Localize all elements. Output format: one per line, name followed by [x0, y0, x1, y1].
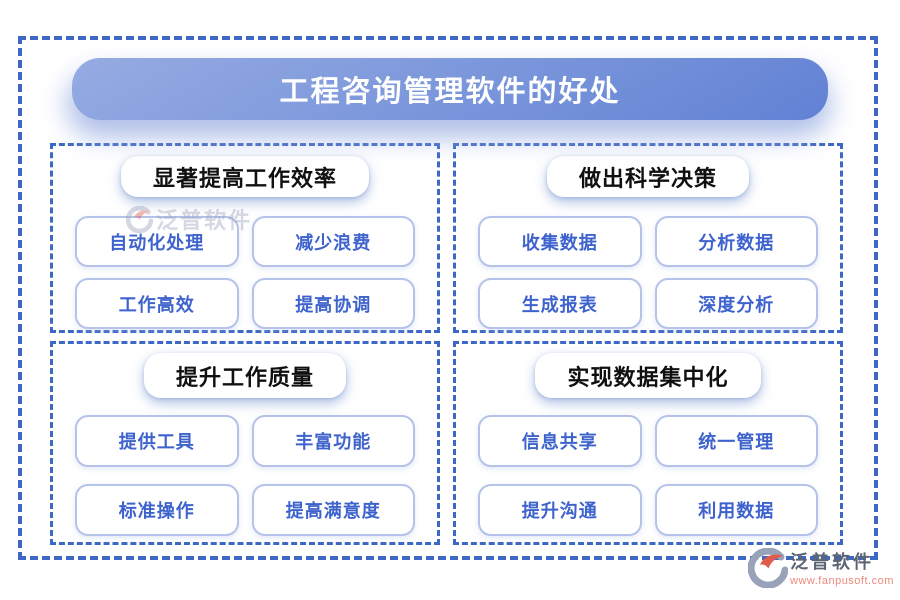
main-title: 工程咨询管理软件的好处 — [279, 76, 621, 108]
outer-dashed-frame — [18, 36, 878, 560]
feature-pill: 提升沟通 — [478, 484, 642, 536]
feature-pill: 标准操作 — [75, 484, 239, 536]
feature-pill: 减少浪费 — [251, 216, 415, 267]
feature-grid: 信息共享 统一管理 提升沟通 利用数据 — [478, 415, 818, 536]
feature-pill: 深度分析 — [654, 278, 818, 329]
main-title-banner: 工程咨询管理软件的好处 — [72, 58, 828, 120]
quadrant-work-quality: 提升工作质量 提供工具 丰富功能 标准操作 提高满意度 — [50, 341, 440, 545]
feature-pill: 提高满意度 — [251, 484, 415, 536]
quadrant-title: 做出科学决策 — [546, 156, 749, 197]
feature-grid: 收集数据 分析数据 生成报表 深度分析 — [478, 216, 818, 329]
feature-grid: 自动化处理 减少浪费 工作高效 提高协调 — [75, 216, 415, 329]
feature-pill: 丰富功能 — [251, 415, 415, 467]
watermark-url-text: www.fanpusoft.com — [790, 574, 894, 587]
feature-pill: 提供工具 — [75, 415, 239, 467]
quadrant-work-efficiency: 显著提高工作效率 自动化处理 减少浪费 工作高效 提高协调 — [50, 143, 440, 333]
watermark-brand-text: 泛普软件 — [790, 552, 874, 572]
fanpu-logo-icon — [748, 548, 788, 588]
feature-pill: 分析数据 — [654, 216, 818, 267]
feature-pill: 生成报表 — [478, 278, 642, 329]
feature-pill: 统一管理 — [654, 415, 818, 467]
feature-pill: 自动化处理 — [75, 216, 239, 267]
quadrant-title: 实现数据集中化 — [535, 353, 761, 398]
quadrant-data-centralization: 实现数据集中化 信息共享 统一管理 提升沟通 利用数据 — [453, 341, 843, 545]
feature-grid: 提供工具 丰富功能 标准操作 提高满意度 — [75, 415, 415, 536]
watermark-corner: 泛普软件 www.fanpusoft.com — [748, 548, 894, 588]
feature-pill: 提高协调 — [251, 278, 415, 329]
feature-pill: 工作高效 — [75, 278, 239, 329]
quadrant-title: 提升工作质量 — [143, 353, 346, 398]
quadrant-scientific-decision: 做出科学决策 收集数据 分析数据 生成报表 深度分析 — [453, 143, 843, 333]
feature-pill: 利用数据 — [654, 484, 818, 536]
quadrant-title: 显著提高工作效率 — [120, 156, 369, 197]
feature-pill: 信息共享 — [478, 415, 642, 467]
watermark-text-column: 泛普软件 www.fanpusoft.com — [790, 552, 894, 587]
feature-pill: 收集数据 — [478, 216, 642, 267]
